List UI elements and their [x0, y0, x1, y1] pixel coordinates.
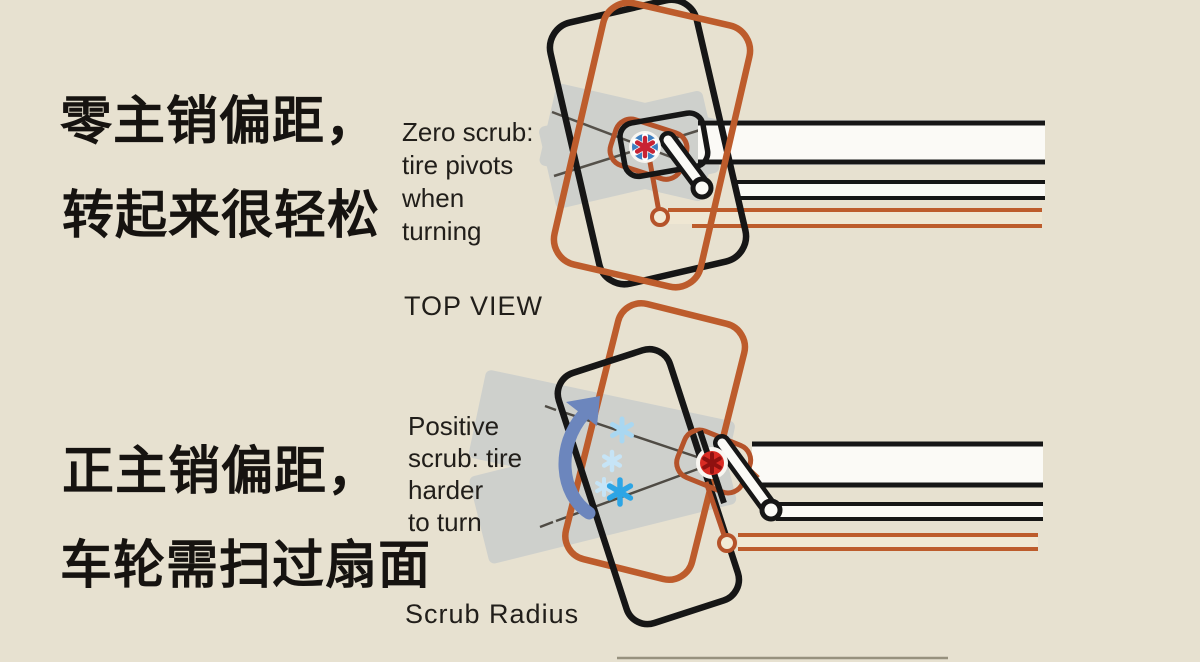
steering-knuckle-positive: [674, 427, 783, 553]
tie-rod-bars-positive: [738, 441, 1043, 551]
tire-outline-orange-zero: [550, 0, 754, 291]
caption-line: tire pivots: [402, 150, 514, 180]
steering-knuckle-zero: [607, 110, 714, 227]
positive-scrub-heading-line-1: 正主销偏距，: [62, 443, 381, 501]
sweep-arrow-icon: [558, 396, 600, 520]
zero-scrub-caption: Zero scrub: tire pivots when turning: [402, 116, 534, 248]
top-view-label: TOP VIEW: [404, 291, 544, 321]
kingpin-pivot-icon-positive: [696, 430, 728, 504]
zero-scrub-heading-line-2: 转起来很轻松: [62, 187, 381, 245]
positive-scrub-caption: Positive scrub: tire harder to turn: [408, 410, 522, 538]
scrub-marker-icons: [595, 416, 634, 507]
positive-scrub-heading-line-2: 车轮需扫过扇面: [60, 537, 432, 595]
positive-scrub-diagram: [469, 300, 1043, 660]
kingpin-pivot-icon-zero: [629, 131, 661, 163]
caption-line: turning: [402, 216, 482, 246]
caption-line: scrub: tire: [408, 443, 523, 473]
caption-line: when: [402, 183, 465, 213]
caption-line: Positive: [408, 411, 500, 441]
scrub-radius-label: Scrub Radius: [405, 599, 580, 629]
tie-rod-bars-zero: [668, 120, 1045, 228]
caption-line: Zero scrub:: [402, 117, 534, 147]
zero-scrub-diagram: [539, 0, 1045, 291]
zero-scrub-heading-line-1: 零主销偏距，: [60, 93, 379, 151]
caption-line: harder: [408, 475, 484, 505]
caption-line: to turn: [408, 507, 482, 537]
